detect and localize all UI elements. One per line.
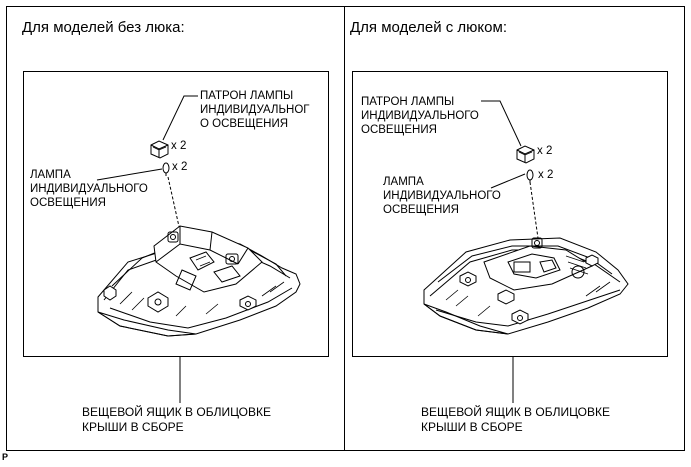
panel-divider [344,6,345,451]
diagram-frame [6,6,685,451]
right-socket-icon [516,145,535,164]
right-illustration-box [352,71,668,357]
right-roof-console [423,237,629,335]
right-lamp-label: ЛАМПА ИНДИВИДУАЛЬНОГО ОСВЕЩЕНИЯ [383,176,501,216]
left-assembly-caption: ВЕЩЕВОЙ ЯЩИК В ОБЛИЦОВКЕ КРЫШИ В СБОРЕ [82,405,272,434]
right-socket-label: ПАТРОН ЛАМПЫ ИНДИВИДУАЛЬНОГО ОСВЕЩЕНИЯ [361,96,479,136]
left-illustration-box [23,71,329,357]
left-lamp-label: ЛАМПА ИНДИВИДУАЛЬНОГО ОСВЕЩЕНИЯ [30,169,148,209]
left-lamp-icon [162,162,170,176]
right-socket-count: x 2 [537,145,553,157]
left-socket-label: ПАТРОН ЛАМПЫ ИНДИВИДУАЛЬНОГ О ОСВЕЩЕНИЯ [200,90,310,130]
left-socket-count: x 2 [171,140,187,152]
left-lamp-count: x 2 [172,161,188,173]
right-lamp-icon [526,169,534,183]
left-panel-title: Для моделей без люка: [22,19,185,36]
right-panel-title: Для моделей с люком: [350,19,507,36]
right-leader-lines [481,100,539,403]
left-socket-icon [150,140,169,159]
figure-code: P [2,452,9,462]
left-leader-lines [96,95,198,403]
right-lamp-count: x 2 [538,169,554,181]
left-roof-console [97,225,301,337]
right-assembly-caption: ВЕЩЕВОЙ ЯЩИК В ОБЛИЦОВКЕ КРЫШИ В СБОРЕ [421,405,611,434]
